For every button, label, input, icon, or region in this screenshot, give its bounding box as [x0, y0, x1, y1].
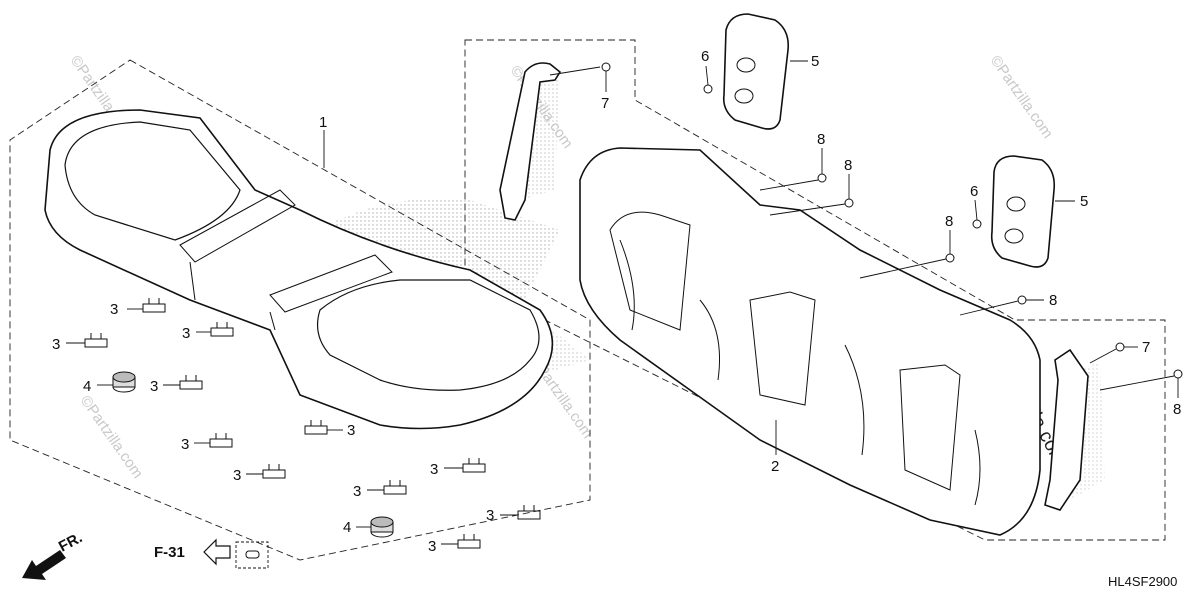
watermark: ©Partzilla.com — [77, 393, 147, 482]
callout-8: 8 — [945, 213, 953, 230]
callout-3: 3 — [182, 325, 190, 342]
left-arrow-icon — [203, 538, 231, 566]
callout-4: 4 — [83, 378, 91, 395]
side-trim-left — [499, 62, 562, 221]
reference-label: F-31 — [154, 544, 185, 561]
callout-8: 8 — [1049, 292, 1057, 309]
leader-lines — [66, 60, 1179, 545]
front-indicator: FR. — [22, 529, 85, 580]
callout-3: 3 — [181, 436, 189, 453]
callout-5: 5 — [1080, 193, 1088, 210]
watermark: ©Partzilla.com — [987, 53, 1057, 142]
callout-6: 6 — [701, 48, 709, 65]
callout-3: 3 — [347, 422, 355, 439]
callout-8: 8 — [817, 131, 825, 148]
callout-3: 3 — [110, 301, 118, 318]
headrest-pad-upper — [722, 13, 790, 130]
callout-2: 2 — [771, 458, 779, 475]
callouts: 1 2 3 3 3 3 3 3 3 3 3 3 3 3 4 4 5 5 6 6 … — [52, 48, 1181, 555]
callout-7: 7 — [601, 95, 609, 112]
seat-cushion — [44, 109, 554, 430]
callout-6: 6 — [970, 183, 978, 200]
reference-indicator: F-31 — [154, 538, 269, 569]
callout-3: 3 — [150, 378, 158, 395]
callout-3: 3 — [52, 336, 60, 353]
callout-3: 3 — [353, 483, 361, 500]
diagram-code: HL4SF2900 — [1108, 574, 1177, 589]
callout-3: 3 — [233, 467, 241, 484]
callout-3: 3 — [430, 461, 438, 478]
clip-hole-icon — [245, 550, 260, 559]
callout-3: 3 — [486, 507, 494, 524]
callout-8: 8 — [1173, 401, 1181, 418]
callout-4: 4 — [343, 519, 351, 536]
callout-3: 3 — [428, 538, 436, 555]
callout-1: 1 — [319, 114, 327, 131]
reference-box — [235, 541, 269, 569]
side-trim-right — [1044, 348, 1089, 511]
callout-5: 5 — [811, 53, 819, 70]
callout-8: 8 — [844, 157, 852, 174]
callout-7: 7 — [1142, 339, 1150, 356]
seat-back — [579, 147, 1041, 536]
group-outlines — [9, 39, 1166, 561]
front-arrow-icon — [22, 550, 66, 580]
headrest-pad-lower — [990, 155, 1056, 268]
